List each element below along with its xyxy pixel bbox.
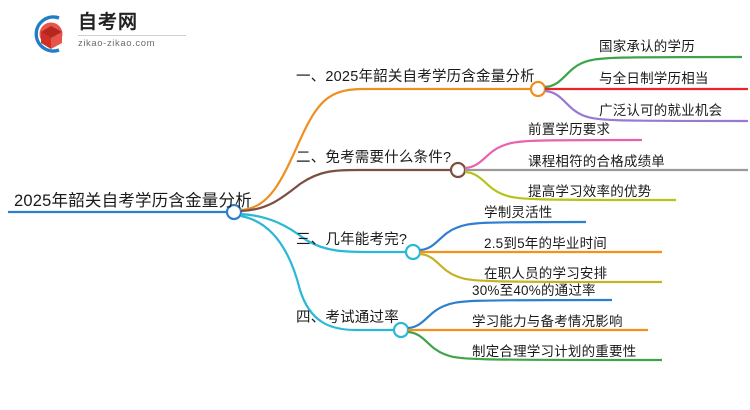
connector-root-to-branch-4 xyxy=(240,214,400,332)
connector-branch-4-leaf-1 xyxy=(407,298,613,330)
branch-2-node-circle[interactable] xyxy=(449,161,467,179)
connector-branch-4-leaf-3 xyxy=(407,330,663,362)
branch-2-label[interactable]: 二、免考需要什么条件? xyxy=(296,150,452,166)
branch-3-leaf-2-label[interactable]: 2.5到5年的毕业时间 xyxy=(484,236,607,251)
site-logo: 自考网 zikao-zikao.com xyxy=(28,10,188,58)
logo-text: 自考网 zikao-zikao.com xyxy=(78,12,190,49)
book-circle-logo-icon xyxy=(28,12,74,56)
connector-root-to-branch-2 xyxy=(240,168,457,213)
logo-subtitle: zikao-zikao.com xyxy=(78,38,156,49)
connector-branch-3-leaf-1 xyxy=(419,220,587,252)
branch-3-node-circle[interactable] xyxy=(404,243,422,261)
connector-root-to-branch-3 xyxy=(240,212,412,254)
branch-1-label[interactable]: 一、2025年韶关自考学历含金量分析 xyxy=(296,69,535,85)
branch-2-leaf-2-label[interactable]: 课程相符的合格成绩单 xyxy=(528,154,665,169)
connector-branch-1-leaf-1 xyxy=(544,55,743,89)
branch-4-label[interactable]: 四、考试通过率 xyxy=(296,310,399,326)
branch-4-leaf-1-label[interactable]: 30%至40%的通过率 xyxy=(472,283,596,298)
branch-2-leaf-3-label[interactable]: 提高学习效率的优势 xyxy=(528,184,652,199)
connector-branch-2-leaf-1 xyxy=(464,138,643,170)
root-node-circle[interactable] xyxy=(225,203,243,221)
branch-3-leaf-3-label[interactable]: 在职人员的学习安排 xyxy=(484,266,608,281)
connector-branch-2-leaf-3 xyxy=(464,170,677,202)
root-node-label[interactable]: 2025年韶关自考学历含金量分析 xyxy=(14,192,252,210)
connector-branch-3-leaf-3 xyxy=(419,252,663,284)
branch-2-leaf-1-label[interactable]: 前置学历要求 xyxy=(528,122,611,137)
branch-1-leaf-3-label[interactable]: 广泛认可的就业机会 xyxy=(599,103,723,118)
branch-4-leaf-2-label[interactable]: 学习能力与备考情况影响 xyxy=(472,314,623,329)
branch-1-leaf-2-label[interactable]: 与全日制学历相当 xyxy=(599,71,709,86)
logo-divider xyxy=(78,35,186,36)
branch-4-leaf-3-label[interactable]: 制定合理学习计划的重要性 xyxy=(472,344,637,359)
connector-root-to-branch-1 xyxy=(240,87,537,212)
logo-title: 自考网 xyxy=(78,12,139,33)
branch-1-leaf-1-label[interactable]: 国家承认的学历 xyxy=(599,39,695,54)
branch-3-label[interactable]: 三、几年能考完? xyxy=(296,232,408,248)
branch-3-leaf-1-label[interactable]: 学制灵活性 xyxy=(484,205,553,220)
connector-branch-1-leaf-3 xyxy=(544,89,749,123)
